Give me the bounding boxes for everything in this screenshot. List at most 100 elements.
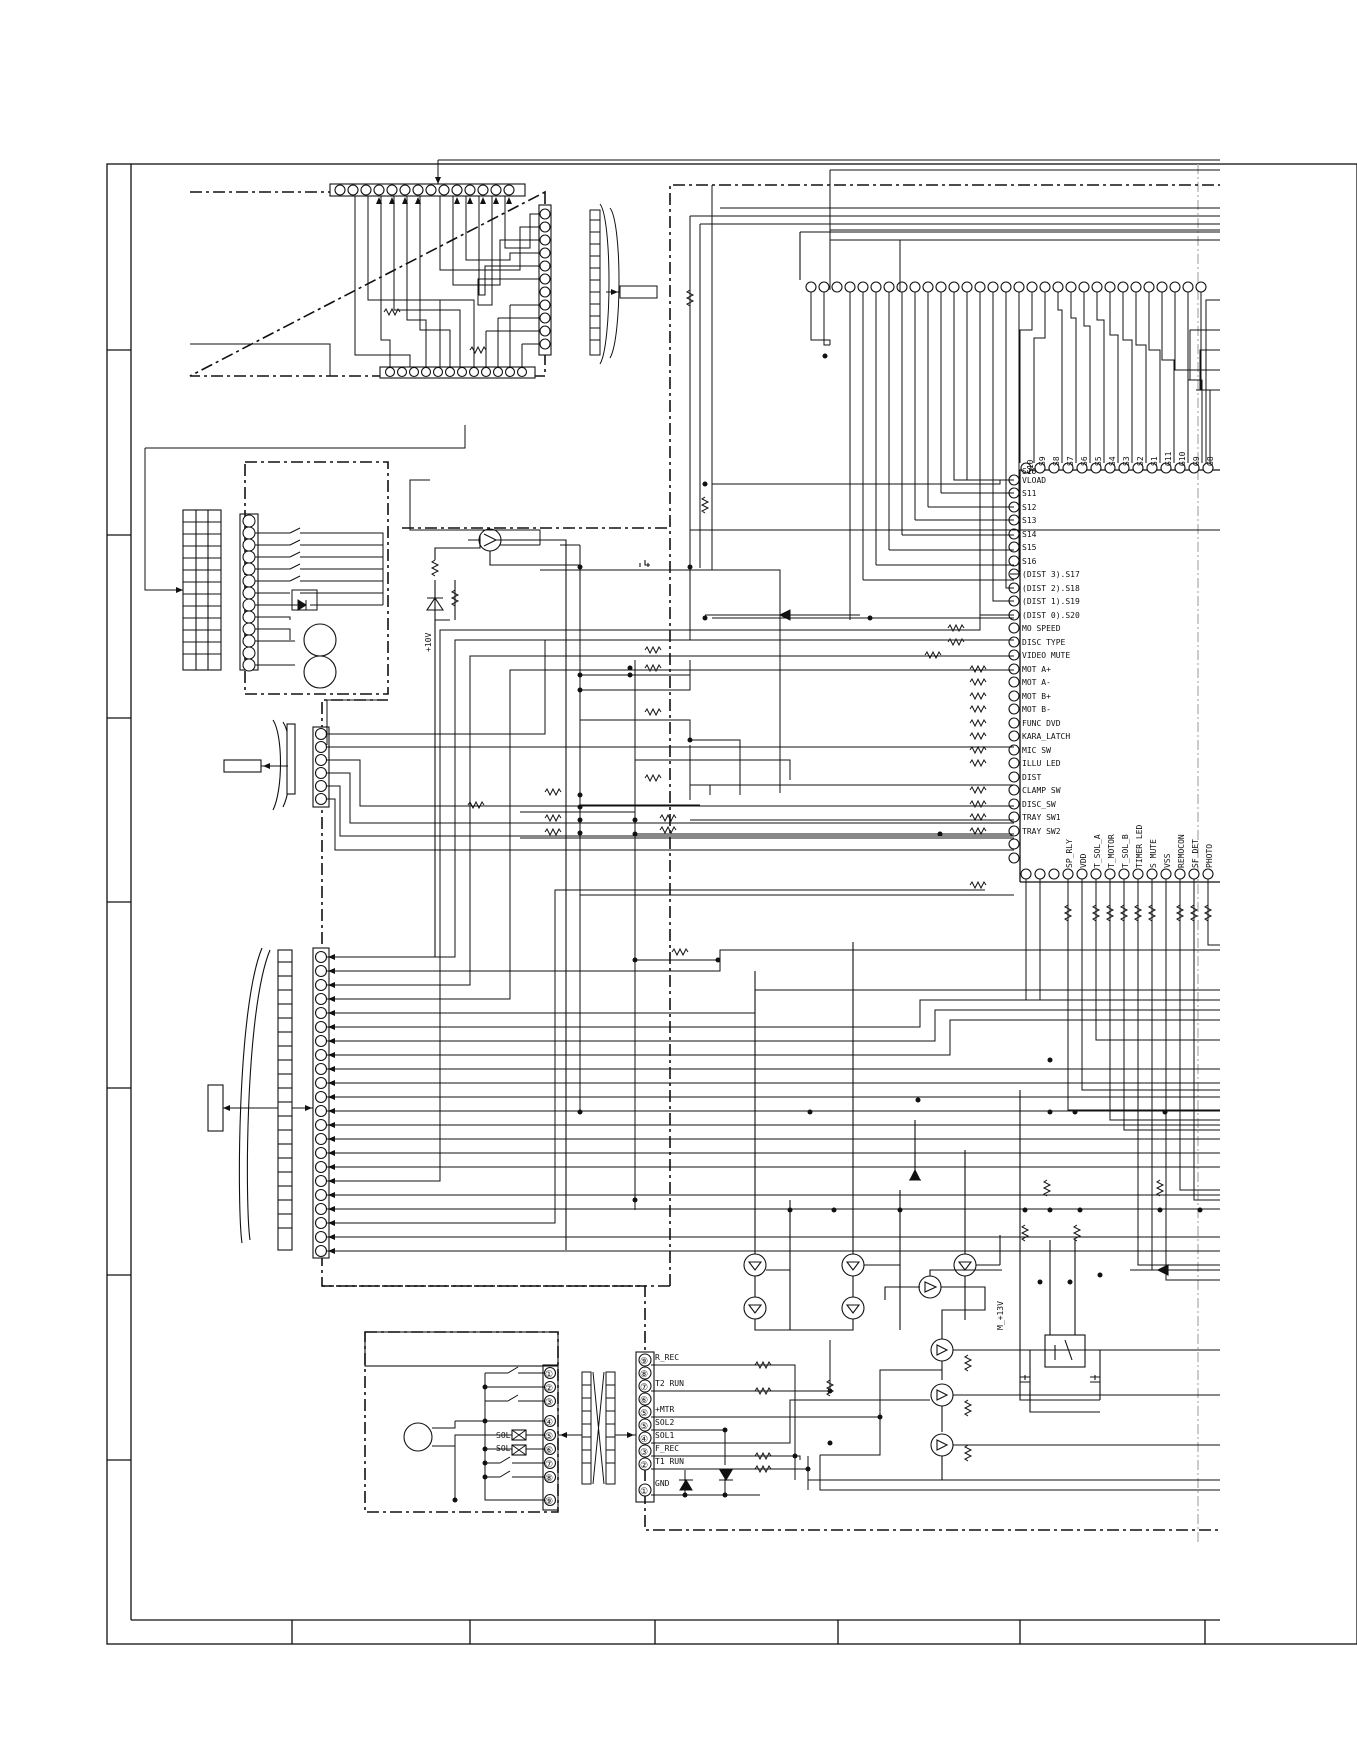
ic-left-pin-label: (DIST 0).S20 <box>1022 611 1080 620</box>
switch-board-arrow <box>176 587 183 593</box>
mech-pin-number: ② <box>545 1384 553 1394</box>
cassette-flex-cable <box>558 1371 636 1485</box>
ic-bottom-pin-label: SP_RLY <box>1065 839 1074 868</box>
display-flex-cable <box>589 203 658 365</box>
cassette-pin-number: ⑦ <box>640 1383 648 1393</box>
cassette-pin-label: T2 RUN <box>655 1379 684 1388</box>
cassette-pin-label: T1 RUN <box>655 1457 684 1466</box>
solenoid-icon <box>511 1444 527 1456</box>
ic-left-pin-label: VLOAD <box>1022 476 1046 485</box>
ic-top-pin-label: G9 <box>1192 456 1201 466</box>
cassette-pin-number: ⑥ <box>640 1396 648 1406</box>
motor-icon <box>403 1422 433 1452</box>
voltage-label-m13v: M_+13V <box>996 1301 1005 1330</box>
cassette-pin-label: +MTR <box>655 1405 674 1414</box>
mech-pin-number: ⑨ <box>545 1497 553 1507</box>
ic-left-pin-label: VIDEO MUTE <box>1022 651 1070 660</box>
ic-top-pin-label: S1 <box>1150 456 1159 466</box>
ic-left-pin-label: KARA_LATCH <box>1022 732 1070 741</box>
cassette-pin-number: ① <box>640 1487 648 1497</box>
cassette-wiring <box>651 1340 1220 1496</box>
mech-pin-number: ⑤ <box>545 1432 553 1442</box>
ic-top-pin-label: S3 <box>1122 456 1131 466</box>
transistor-icon <box>841 1296 865 1320</box>
ic-bottom-pin-label: TIMER LED <box>1135 824 1144 868</box>
ic-left-pin-label: MOT A- <box>1022 678 1051 687</box>
lower-transistors <box>743 942 1220 1481</box>
cassette-mech-wiring <box>432 1366 544 1501</box>
ic-top-pin-label: S9 <box>1038 456 1047 466</box>
ic-left-pin-label: DISC TYPE <box>1022 638 1066 647</box>
small-connector <box>223 719 330 811</box>
switch-board-wiring <box>144 425 466 666</box>
cassette-pin-number: ⑨ <box>640 1357 648 1367</box>
ic-top-pin-label: S7 <box>1066 456 1075 466</box>
ic-top-pin-circles <box>1020 462 1214 474</box>
ic-top-pin-label: G10 <box>1178 451 1187 466</box>
transistor-icon <box>841 1253 865 1277</box>
small-connector-wiring <box>261 529 1220 851</box>
display-connector <box>799 231 1220 293</box>
ic-top-pin-label: S6 <box>1080 456 1089 466</box>
cassette-flex-arrows <box>560 1432 634 1438</box>
ic-left-pin-label: (DIST 1).S19 <box>1022 597 1080 606</box>
cassette-pin-number: ⑤ <box>640 1422 648 1432</box>
ic-left-pin-label: S13 <box>1022 516 1037 525</box>
main-ic: S10 S9 S8 S7 S6 S5 S4 S3 S2 S1 G11 G10 G… <box>1008 451 1220 883</box>
key-board-wiring <box>190 159 1220 376</box>
driver-network-wiring <box>409 169 1220 1210</box>
ic-left-pin-label: MIC SW <box>1022 746 1051 755</box>
cassette-mechanism <box>364 1331 559 1511</box>
cassette-junctions <box>682 1388 883 1498</box>
ic-left-pin-label: S14 <box>1022 530 1037 539</box>
ic-bottom-pin-labels: SP_RLY VDD T_SOL_A T_MOTOR T_SOL_B TIMER… <box>1065 824 1214 868</box>
ic-left-pin-label: MOT B- <box>1022 705 1051 714</box>
main-flex-wiring <box>327 615 1220 1252</box>
motor-icon <box>303 655 337 689</box>
lower-diode <box>909 1168 921 1181</box>
cassette-pin-labels: R_REC T2 RUN +MTR SOL2 SOL1 F_REC T1 RUN… <box>655 1353 684 1488</box>
ic-left-pin-label: S16 <box>1022 557 1037 566</box>
cassette-pin-label: R_REC <box>655 1353 679 1362</box>
transistor-icon <box>743 1253 767 1277</box>
ic-bottom-drops <box>1025 879 1220 1281</box>
ic-top-pin-label: S2 <box>1136 456 1145 466</box>
cassette-pin-label: SOL1 <box>655 1431 674 1440</box>
cassette-resistors <box>754 1360 772 1474</box>
ic-left-pin-label: ILLU LED <box>1022 759 1061 768</box>
transistor-icon <box>930 1383 954 1407</box>
transistor-icon <box>743 1296 767 1320</box>
small-connector-arrow <box>263 763 270 769</box>
mech-pin-number: ⑧ <box>545 1474 553 1484</box>
ic-left-pin-label: S12 <box>1022 503 1037 512</box>
ic-bottom-pin-label: VSS <box>1163 853 1172 868</box>
ic-bottom-pin-label: T_SOL_B <box>1121 834 1130 868</box>
relay-icon <box>1019 1090 1220 1413</box>
power-transistor-area <box>425 528 650 1250</box>
ic-left-pin-circles <box>1008 474 1020 864</box>
mech-pin-number: ⑥ <box>545 1446 553 1456</box>
key-board-resistors <box>383 307 487 355</box>
ic-bottom-pin-label: S MUTE <box>1149 839 1158 868</box>
ic-left-pin-label: (DIST 3).S17 <box>1022 570 1080 579</box>
ic-corner-pin-label: S10 <box>1022 467 1037 476</box>
ic-top-pin-label: S5 <box>1094 456 1103 466</box>
switch-board-parts <box>297 599 337 689</box>
ic-top-pin-label: S8 <box>1052 456 1061 466</box>
junction-dots <box>577 353 1203 1285</box>
ic-left-pin-label: CLAMP SW <box>1022 786 1061 795</box>
cassette-pin-numbers: ⑨ ⑧ ⑦ ⑥ ⑤ ⑤ ④ ③ ② ① <box>640 1357 648 1497</box>
cassette-connector <box>635 1351 655 1503</box>
ic-left-pin-label: MOT B+ <box>1022 692 1051 701</box>
cassette-pin-number: ⑧ <box>640 1370 648 1380</box>
ic-bottom-pin-label: PHOTO <box>1205 844 1214 868</box>
ic-top-pin-label: S4 <box>1108 456 1117 466</box>
cassette-pin-number: ③ <box>640 1448 648 1458</box>
ic-left-pin-label: MOT A+ <box>1022 665 1051 674</box>
transistor-icon <box>930 1433 954 1457</box>
diode-icon <box>778 609 791 621</box>
cassette-pin-label: SOL2 <box>655 1418 674 1427</box>
transistor-icon <box>918 1275 942 1299</box>
display-to-ic-wiring <box>810 292 1220 620</box>
ic-left-pin-label: S11 <box>1022 489 1037 498</box>
